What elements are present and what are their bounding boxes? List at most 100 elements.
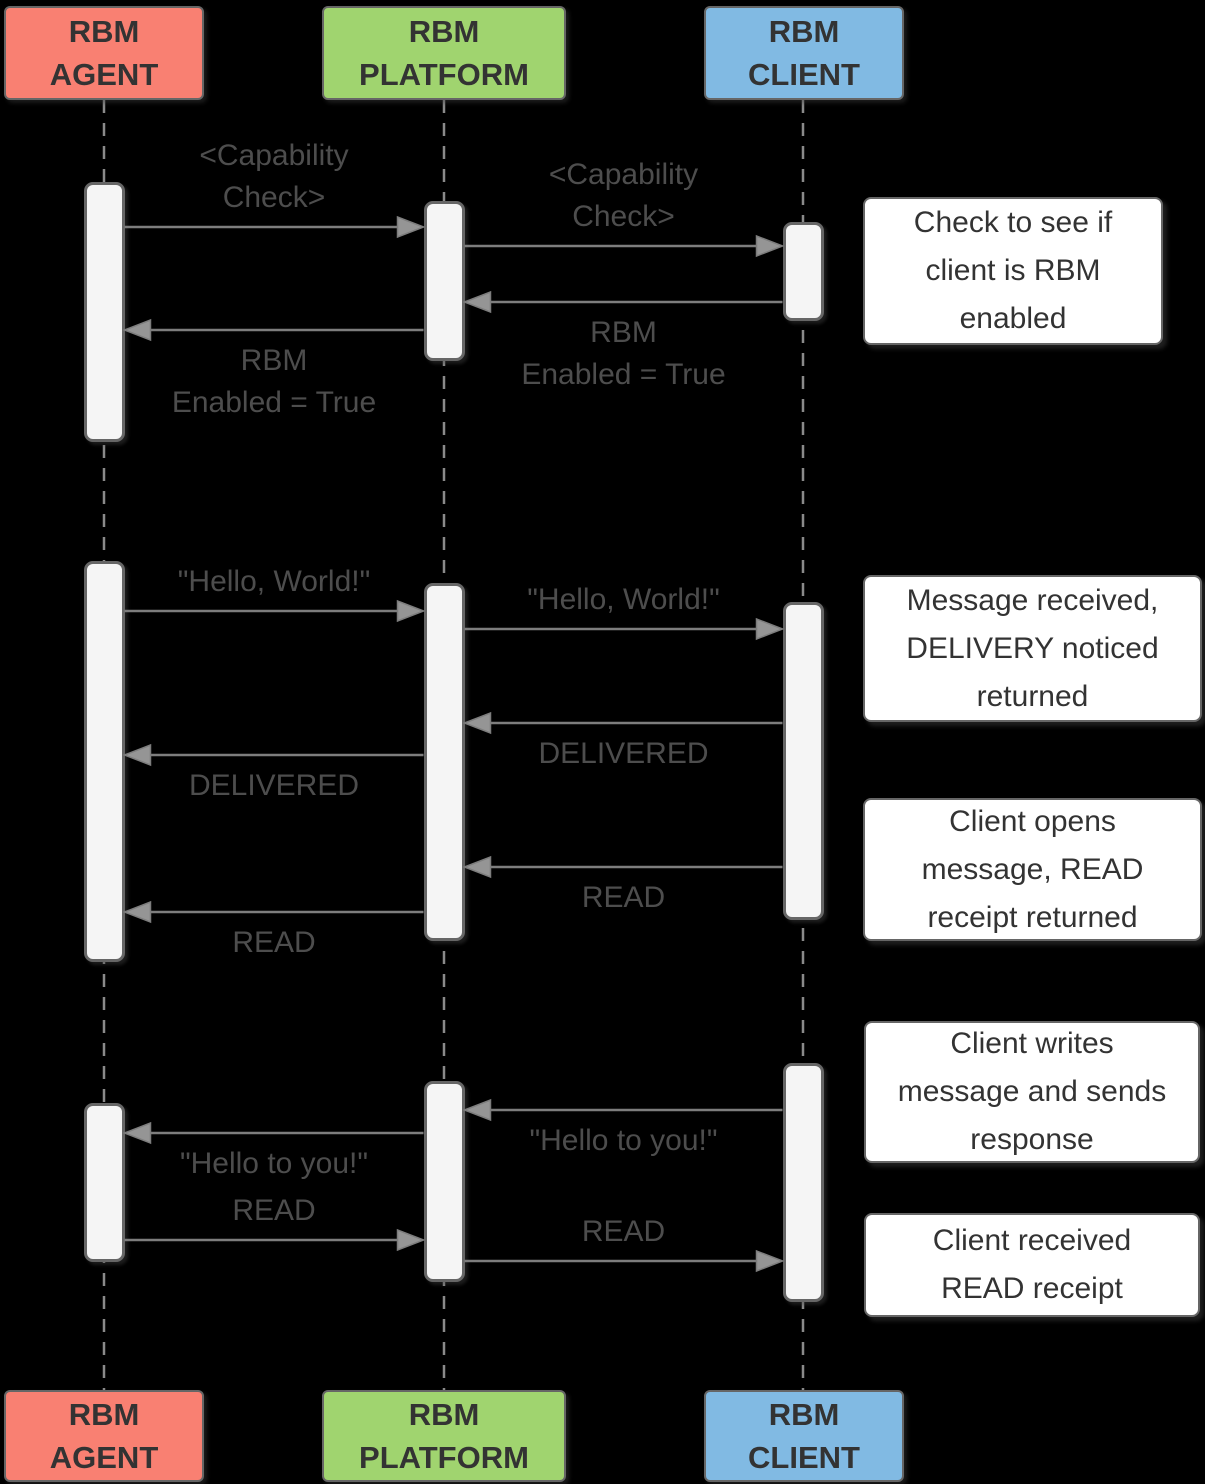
arrowhead-icon [396,1228,426,1252]
actor-box-top-client: RBM CLIENT [704,6,904,100]
activation-bar-platform-4 [423,583,465,941]
note-line: DELIVERY noticed [906,631,1159,665]
message-label-6: DELIVERED [538,733,708,775]
message-label-12: READ [232,1190,315,1232]
message-label-line: <Capability [199,139,349,172]
arrowhead-icon [462,1098,492,1122]
activation-bar-platform-1 [423,201,465,361]
actor-label-line: RBM [408,14,480,49]
actor-label-line: CLIENT [748,57,860,92]
message-label-line: Check> [572,200,675,233]
arrowhead-icon [462,290,492,314]
note-box-3: Client writes message and sends response [864,1021,1200,1163]
note-line: message and sends [897,1075,1167,1108]
message-label-line: Check> [222,181,326,214]
note-line: message, READ [921,852,1144,886]
note-box-2: Client opens message, READ receipt returne… [863,798,1202,941]
message-label-line: Enabled = True [521,358,726,391]
activation-bar-client-2 [782,222,824,321]
activation-bar-client-8 [782,1063,824,1302]
message-arrow-agent-to-platform-0 [124,215,426,239]
note-line: Client opens [949,804,1116,838]
arrowhead-icon [396,215,426,239]
note-line: Message received, [906,583,1159,617]
message-label-line: READ [581,1215,666,1248]
note-line: client is RBM [925,254,1101,287]
arrowhead-icon [122,743,152,767]
actor-label-line: PLATFORM [359,1440,529,1475]
message-arrow-client-to-platform-6 [462,711,783,735]
message-label-2: RBM Enabled = True [521,312,725,396]
message-arrow-platform-to-client-1 [464,234,785,258]
message-arrow-agent-to-platform-12 [124,1228,426,1252]
message-label-line: DELIVERED [188,769,360,802]
message-label-line: "Hello to you!" [179,1147,369,1180]
arrowhead-icon [755,1249,785,1273]
arrowhead-icon [462,711,492,735]
actor-box-top-agent: RBM AGENT [4,6,204,100]
message-arrow-platform-to-agent-9 [122,900,424,924]
message-label-11: "Hello to you!" [180,1143,368,1185]
actor-box-bottom-platform: RBM PLATFORM [322,1390,566,1482]
note-box-0: Check to see if client is RBM enabled [863,197,1163,345]
message-label-line: RBM [240,344,308,377]
actor-label-line: RBM [408,1397,480,1432]
actor-label-line: RBM [68,14,140,49]
actor-label-line: RBM [68,1397,140,1432]
note-line: response [970,1123,1094,1156]
activation-bar-platform-7 [423,1081,465,1282]
activation-bar-agent-0 [83,182,125,442]
message-label-7: DELIVERED [189,765,359,807]
actor-label-line: AGENT [49,1440,159,1475]
note-line: receipt returned [927,900,1138,934]
message-label-5: "Hello, World!" [527,579,719,621]
message-label-line: DELIVERED [538,737,709,770]
message-arrow-client-to-platform-8 [462,855,783,879]
note-line: READ receipt [941,1272,1123,1305]
message-label-9: READ [232,922,315,964]
note-line: enabled [959,302,1067,335]
note-line: Client writes [950,1027,1114,1060]
message-label-line: "Hello to you!" [529,1124,718,1157]
note-line: Check to see if [913,206,1113,239]
message-label-line: Enabled = True [171,386,377,419]
arrowhead-icon [462,855,492,879]
activation-bar-agent-6 [83,1103,125,1262]
message-arrow-platform-to-agent-7 [122,743,424,767]
activation-bar-client-5 [782,602,824,920]
message-label-line: RBM [590,316,657,349]
message-label-8: READ [582,877,665,919]
message-arrow-platform-to-client-5 [464,617,785,641]
arrowhead-icon [755,617,785,641]
message-label-line: <Capability [548,158,699,191]
arrowhead-icon [396,599,426,623]
actor-label-line: RBM [768,14,840,49]
message-label-line: READ [232,926,316,959]
message-label-10: "Hello to you!" [529,1120,717,1162]
message-arrow-platform-to-agent-11 [122,1121,424,1145]
message-label-4: "Hello, World!" [178,561,370,603]
message-label-line: READ [232,1194,316,1227]
actor-box-bottom-agent: RBM AGENT [4,1390,204,1482]
actor-label-line: AGENT [49,57,159,92]
arrowhead-icon [755,234,785,258]
message-arrow-platform-to-client-13 [464,1249,785,1273]
message-arrow-platform-to-agent-3 [122,318,424,342]
message-label-13: READ [582,1211,665,1253]
message-label-line: "Hello, World!" [177,565,371,598]
message-label-3: RBM Enabled = True [172,340,376,424]
note-line: Client received [932,1224,1132,1257]
message-arrow-client-to-platform-10 [462,1098,783,1122]
message-label-line: READ [581,881,666,914]
actor-label-line: CLIENT [748,1440,860,1475]
message-arrow-client-to-platform-2 [462,290,783,314]
arrowhead-icon [122,1121,152,1145]
actor-label-line: RBM [768,1397,840,1432]
activation-bar-agent-3 [83,561,125,962]
actor-box-bottom-client: RBM CLIENT [704,1390,904,1482]
